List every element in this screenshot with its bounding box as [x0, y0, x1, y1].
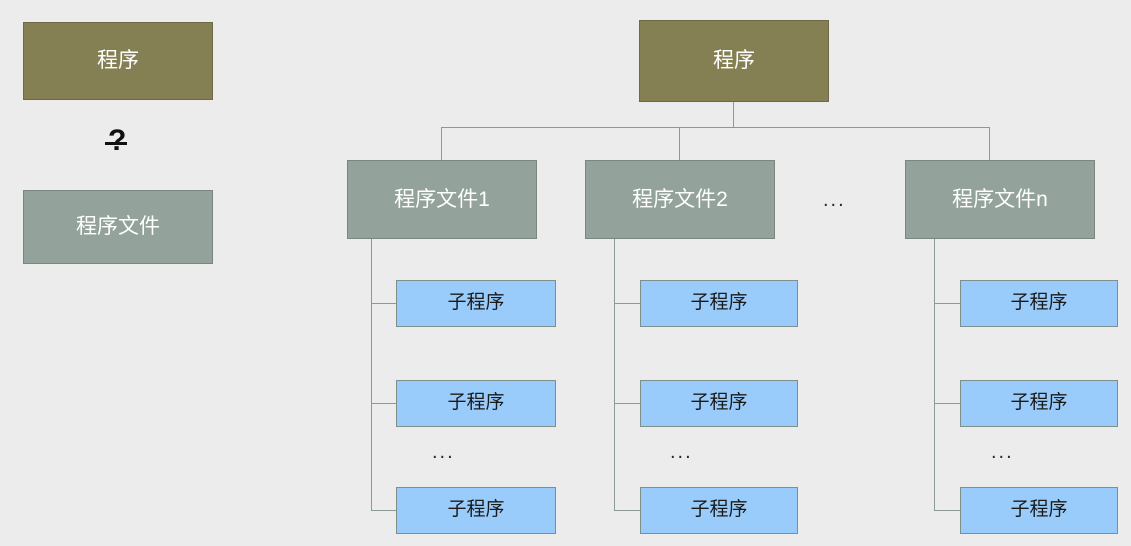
- subprogram-label: 子程序: [1010, 392, 1068, 414]
- connector-file-1-child-1: [371, 303, 396, 304]
- connector-file-n-child-2: [934, 403, 960, 404]
- subprogram-label: 子程序: [447, 499, 505, 521]
- legend-program-box[interactable]: 程序: [23, 22, 213, 100]
- subprogram-label: 子程序: [1010, 292, 1068, 314]
- relation-question-mark: ?: [105, 124, 127, 157]
- connector-horizontal-bus: [441, 127, 990, 128]
- program-file-n-label: 程序文件n: [952, 187, 1048, 211]
- legend-program-file-label: 程序文件: [76, 215, 160, 239]
- connector-file-1-child-2: [371, 403, 396, 404]
- program-file-n-box[interactable]: 程序文件n: [905, 160, 1095, 239]
- subprogram-label: 子程序: [1010, 499, 1068, 521]
- legend-program-file-box[interactable]: 程序文件: [23, 190, 213, 264]
- strikethrough-line: [105, 142, 127, 145]
- connector-file-n-child-3: [934, 510, 960, 511]
- connector-file-2-child-1: [614, 303, 640, 304]
- program-file-2-label: 程序文件2: [632, 187, 728, 211]
- subprogram-label: 子程序: [447, 292, 505, 314]
- ellipsis-text: ...: [670, 441, 693, 463]
- connector-file-n-spine: [934, 239, 935, 511]
- program-file-1-box[interactable]: 程序文件1: [347, 160, 537, 239]
- legend-program-label: 程序: [97, 49, 139, 73]
- connector-root-stem: [733, 102, 734, 128]
- subprogram-box[interactable]: 子程序: [640, 280, 798, 327]
- tree-root-program-box[interactable]: 程序: [639, 20, 829, 102]
- connector-file-1-spine: [371, 239, 372, 511]
- ellipsis-text: ...: [991, 441, 1014, 463]
- subprogram-box[interactable]: 子程序: [960, 487, 1118, 534]
- connector-file-n-child-1: [934, 303, 960, 304]
- connector-drop-file-1: [441, 127, 442, 160]
- subprogram-box[interactable]: 子程序: [396, 487, 556, 534]
- subprogram-label: 子程序: [690, 499, 748, 521]
- question-mark-glyph: ?: [108, 124, 127, 157]
- tree-root-label: 程序: [713, 49, 755, 73]
- connector-file-2-spine: [614, 239, 615, 511]
- program-files-ellipsis: ...: [823, 190, 846, 210]
- subprogram-box[interactable]: 子程序: [960, 380, 1118, 427]
- subprogram-box[interactable]: 子程序: [960, 280, 1118, 327]
- subprogram-ellipsis-file-1: ...: [432, 442, 455, 462]
- subprogram-box[interactable]: 子程序: [640, 487, 798, 534]
- connector-file-2-child-3: [614, 510, 640, 511]
- connector-drop-file-2: [679, 127, 680, 160]
- subprogram-label: 子程序: [690, 392, 748, 414]
- program-file-1-label: 程序文件1: [394, 187, 490, 211]
- ellipsis-text: ...: [823, 189, 846, 211]
- subprogram-box[interactable]: 子程序: [640, 380, 798, 427]
- connector-drop-file-n: [989, 127, 990, 160]
- subprogram-box[interactable]: 子程序: [396, 280, 556, 327]
- ellipsis-text: ...: [432, 441, 455, 463]
- connector-file-2-child-2: [614, 403, 640, 404]
- subprogram-label: 子程序: [690, 292, 748, 314]
- subprogram-label: 子程序: [447, 392, 505, 414]
- connector-file-1-child-3: [371, 510, 396, 511]
- subprogram-ellipsis-file-2: ...: [670, 442, 693, 462]
- program-file-2-box[interactable]: 程序文件2: [585, 160, 775, 239]
- subprogram-box[interactable]: 子程序: [396, 380, 556, 427]
- subprogram-ellipsis-file-n: ...: [991, 442, 1014, 462]
